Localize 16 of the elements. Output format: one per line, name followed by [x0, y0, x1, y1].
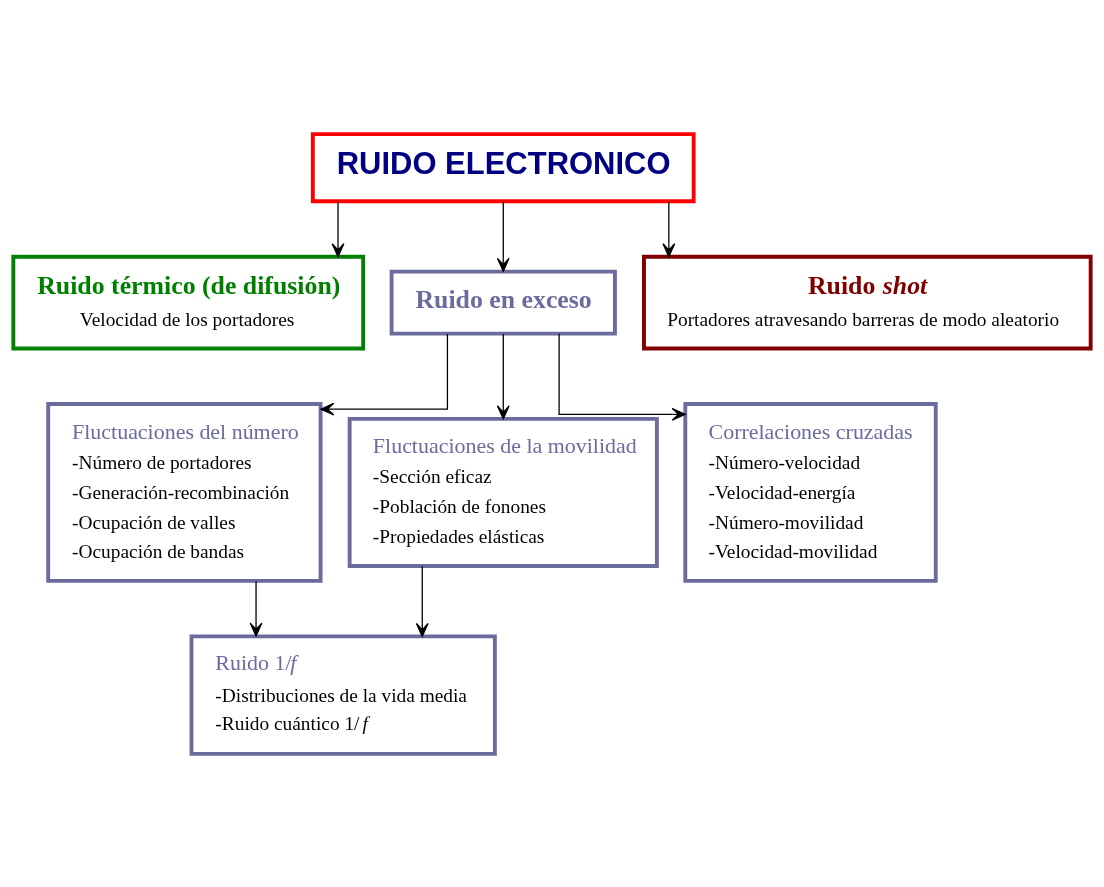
node-box: Fluctuaciones del número -Número de portadores -Generación-recombinación -Ocupación de valles -Ocupación de bandas — [46, 401, 323, 583]
arrow — [249, 580, 263, 637]
node-box: Ruido térmico (de difusión) Velocidad de los portadores — [11, 254, 366, 350]
arrow — [331, 200, 345, 257]
arrow — [320, 332, 449, 416]
arrow — [415, 565, 429, 637]
arrow — [496, 332, 510, 419]
node-box: Ruido shot Portadores atravesando barreras de modo aleatorio — [642, 254, 1093, 350]
arrow — [496, 200, 510, 272]
node-box: Correlaciones cruzadas -Número-velocidad -Velocidad-energía -Número-movilidad -Velocidad-movilidad — [683, 401, 938, 583]
arrow — [558, 332, 686, 421]
node-box: RUIDO ELECTRONICO — [310, 131, 696, 203]
node-box: Ruido en exceso — [389, 269, 617, 336]
node-box: Ruido 1/f -Distribuciones de la vida media -Ruido cuántico 1/f — [189, 633, 497, 756]
arrow — [662, 200, 676, 257]
node-box: Fluctuaciones de la movilidad -Sección eficaz -Población de fonones -Propiedades elásticas — [347, 416, 659, 568]
